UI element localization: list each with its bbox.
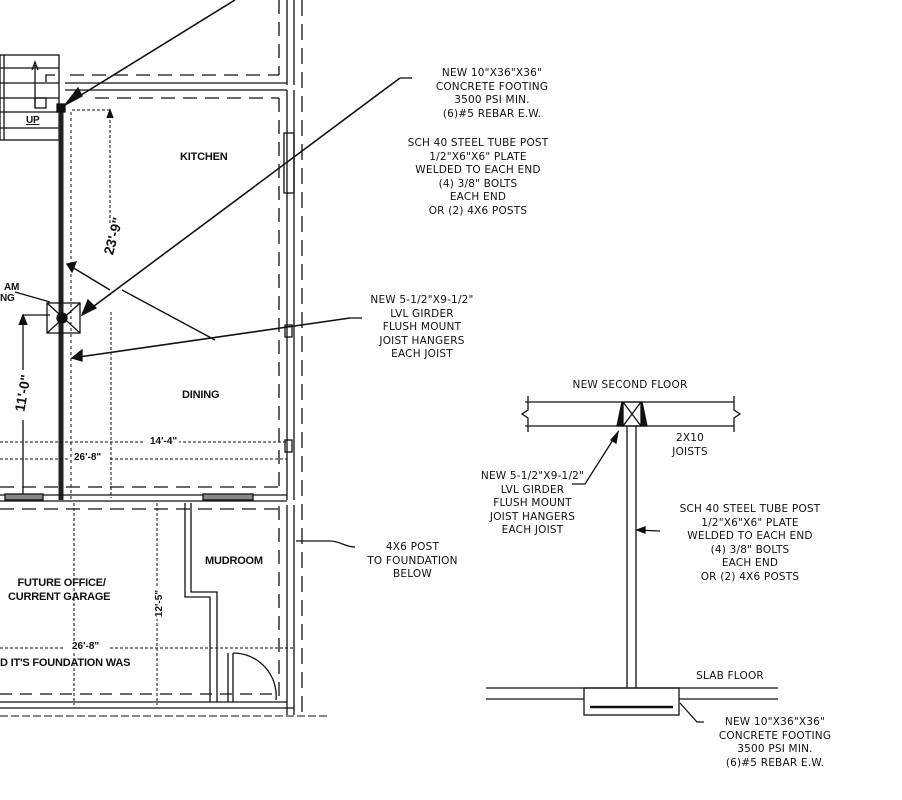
room-label-future-office-line1: FUTURE OFFICE/ xyxy=(17,577,106,589)
note-line: NEW 10"X36"X36" xyxy=(724,716,826,728)
note-post-plan: SCH 40 STEEL TUBE POST 1/2"X6"X6" PLATE … xyxy=(378,137,578,218)
note-line: EACH JOIST xyxy=(501,524,564,536)
section-footing-note: NEW 10"X36"X36" CONCRETE FOOTING 3500 PS… xyxy=(700,716,850,770)
note-line: (4) 3/8" BOLTS xyxy=(438,177,518,190)
note-line: (4) 3/8" BOLTS xyxy=(710,543,790,556)
note-line: WELDED TO EACH END xyxy=(415,164,541,176)
note-line: FLUSH MOUNT xyxy=(493,497,572,509)
beam-note-line2: NG xyxy=(0,293,15,304)
note-line: NEW 5-1/2"X9-1/2" xyxy=(370,294,474,306)
section-post-note: SCH 40 STEEL TUBE POST 1/2"X6"X6" PLATE … xyxy=(650,503,850,584)
note-post-foundation: 4X6 POST TO FOUNDATION BELOW xyxy=(350,541,475,582)
beam-note-line1: AM xyxy=(4,282,20,293)
note-line: EACH END xyxy=(721,557,779,569)
note-line: BELOW xyxy=(393,568,432,580)
room-label-mudroom: MUDROOM xyxy=(205,555,263,567)
note-line: OR (2) 4X6 POSTS xyxy=(700,570,800,583)
beam-note-partial: AM NG xyxy=(0,282,19,304)
note-line: WELDED TO EACH END xyxy=(687,530,813,542)
note-line: JOIST HANGERS xyxy=(489,510,576,523)
dimension-garage-depth: 12'-5" xyxy=(154,587,166,620)
section-slab-label: SLAB FLOOR xyxy=(696,670,764,682)
note-line: EACH END xyxy=(449,191,507,203)
note-line: 3500 PSI MIN. xyxy=(737,743,813,755)
note-line: (6)#5 REBAR E.W. xyxy=(725,756,825,769)
note-girder-plan: NEW 5-1/2"X9-1/2" LVL GIRDER FLUSH MOUNT… xyxy=(352,294,492,362)
room-label-future-office-line2: CURRENT GARAGE xyxy=(8,591,111,603)
stair-up-label: UP xyxy=(26,115,40,126)
section-joists-note: 2X10 JOISTS xyxy=(665,432,715,459)
note-line: CONCRETE FOOTING xyxy=(435,80,549,93)
note-line: 4X6 POST xyxy=(385,541,440,553)
room-label-kitchen: KITCHEN xyxy=(180,151,228,163)
room-label-future-office: FUTURE OFFICE/ CURRENT GARAGE xyxy=(8,576,111,604)
note-line: JOIST HANGERS xyxy=(379,334,465,347)
note-line: OR (2) 4X6 POSTS xyxy=(428,204,528,217)
dimension-overall-width-upper: 26'-8" xyxy=(72,452,104,463)
section-girder-note: NEW 5-1/2"X9-1/2" LVL GIRDER FLUSH MOUNT… xyxy=(470,470,595,538)
note-line: SCH 40 STEEL TUBE POST xyxy=(679,503,821,515)
note-line: LVL GIRDER xyxy=(390,307,454,320)
note-line: CONCRETE FOOTING xyxy=(718,729,832,742)
note-line: JOISTS xyxy=(672,445,708,458)
note-line: 2X10 xyxy=(675,432,705,444)
section-title: NEW SECOND FLOOR xyxy=(572,379,688,391)
note-line: LVL GIRDER xyxy=(500,483,565,496)
note-footing-plan: NEW 10"X36"X36" CONCRETE FOOTING 3500 PS… xyxy=(412,67,572,121)
note-line: FLUSH MOUNT xyxy=(382,321,462,333)
dimension-dining-width: 14'-4" xyxy=(148,436,180,447)
dimension-overall-width-lower: 26'-8" xyxy=(70,641,102,652)
note-line: 1/2"X6"X6" PLATE xyxy=(429,150,527,163)
note-line: SCH 40 STEEL TUBE POST xyxy=(407,137,549,149)
note-line: TO FOUNDATION xyxy=(367,554,458,567)
note-line: NEW 5-1/2"X9-1/2" xyxy=(480,470,585,482)
foundation-note: D IT'S FOUNDATION WAS xyxy=(0,657,131,669)
room-label-dining: DINING xyxy=(182,389,220,401)
note-line: (6)#5 REBAR E.W. xyxy=(442,107,542,120)
note-line: 1/2"X6"X6" PLATE xyxy=(701,516,799,529)
note-line: 3500 PSI MIN. xyxy=(454,94,530,106)
note-line: EACH JOIST xyxy=(391,348,453,360)
note-line: NEW 10"X36"X36" xyxy=(441,67,543,79)
